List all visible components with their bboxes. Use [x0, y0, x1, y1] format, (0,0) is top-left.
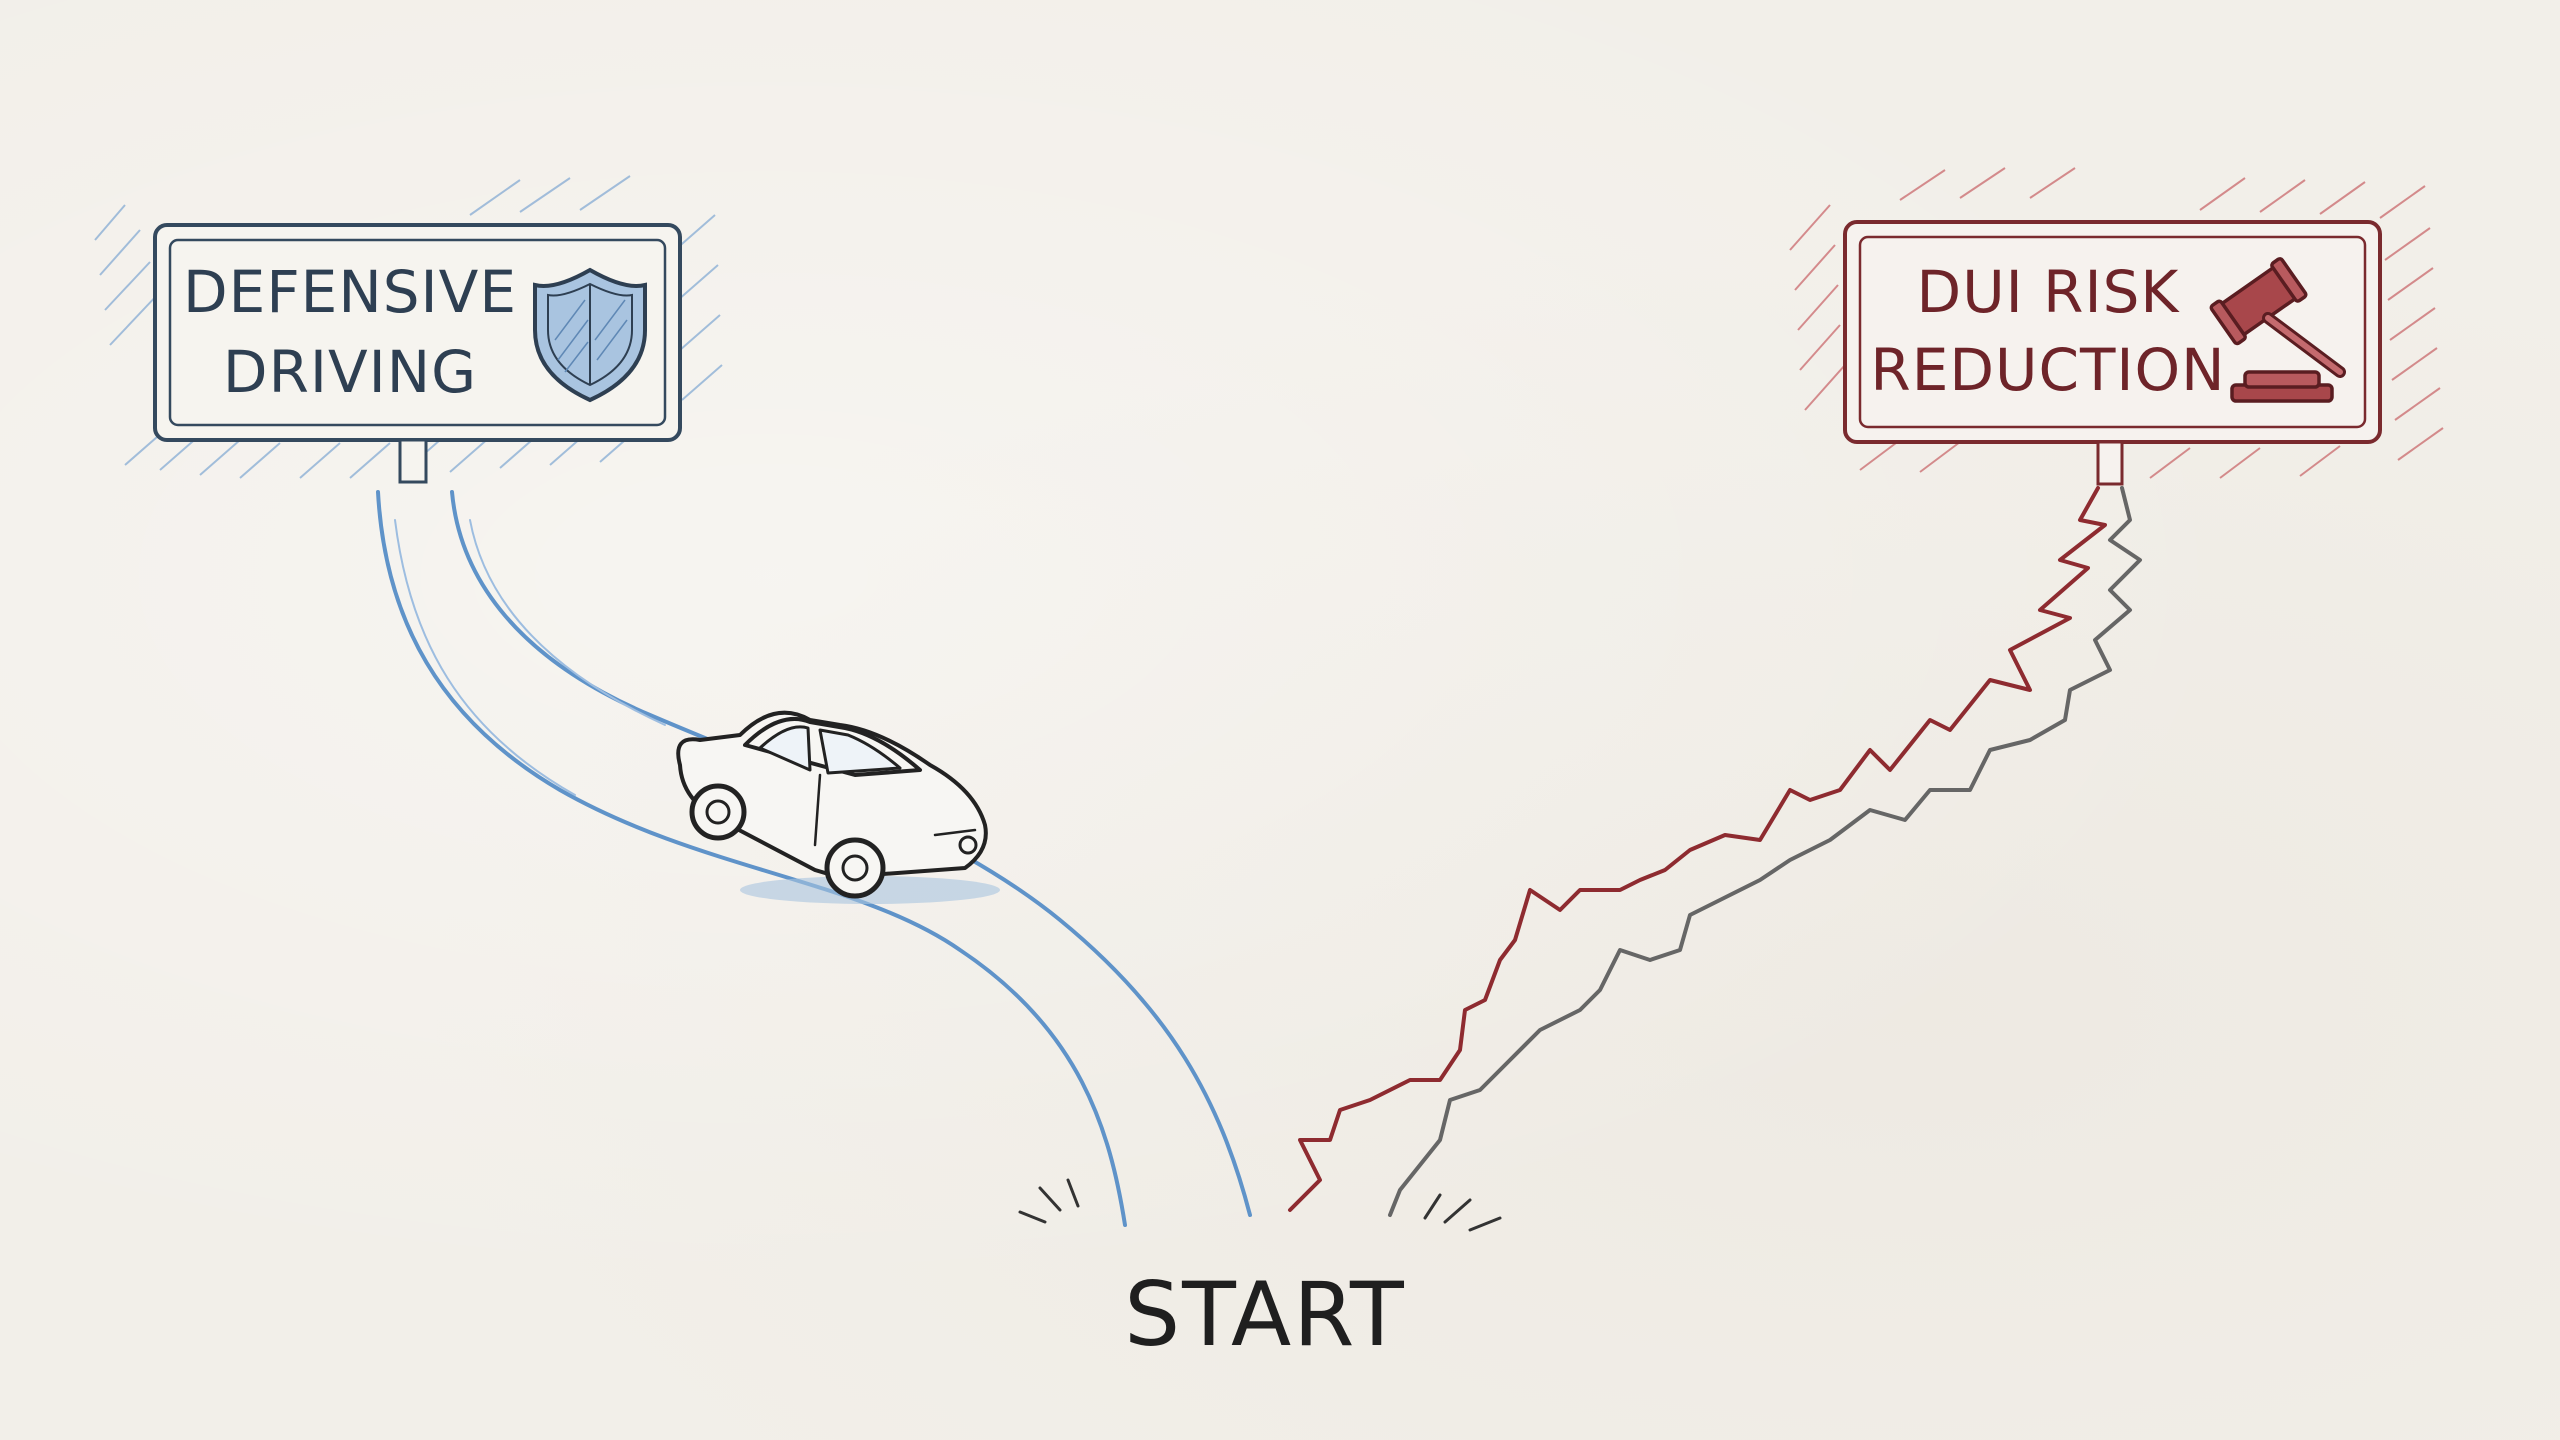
- car-icon: [676, 710, 1000, 904]
- dui-risk-jagged-path: [1288, 486, 2142, 1217]
- right-sign-line2: REDUCTION: [1870, 336, 2225, 404]
- right-sign-line1: DUI RISK: [1917, 258, 2181, 326]
- left-sign-line2: DRIVING: [223, 338, 477, 406]
- right-sign-hatching: [1789, 167, 2444, 479]
- start-motion-marks-right: [1423, 1193, 1502, 1232]
- start-label: START: [1124, 1263, 1405, 1366]
- start-motion-marks-left: [1018, 1178, 1080, 1224]
- shield-icon: [533, 267, 647, 403]
- gavel-icon: [2209, 257, 2346, 403]
- dui-risk-reduction-sign: DUI RISK REDUCTION: [1789, 167, 2444, 486]
- left-sign-line1: DEFENSIVE: [183, 258, 517, 326]
- defensive-driving-sign: DEFENSIVE DRIVING: [94, 175, 723, 484]
